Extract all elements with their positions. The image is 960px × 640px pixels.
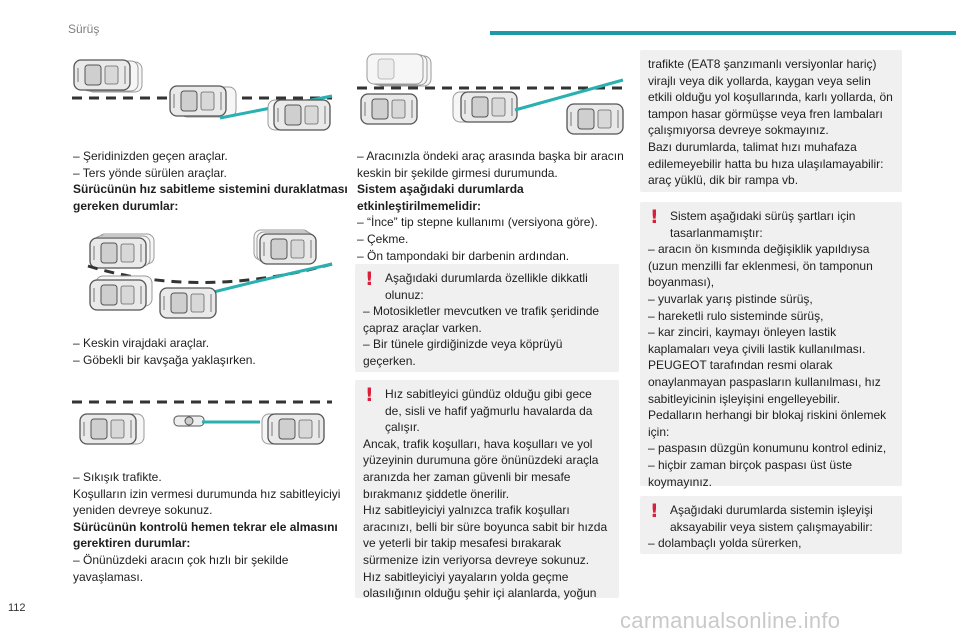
list-item: – aracın ön kısmında değişiklik yapıldıy… (648, 242, 873, 290)
list-item: – hareketli rulo sisteminde sürüş, (648, 308, 824, 323)
list-item: – Ön tampondaki bir darbenin ardından. (357, 248, 570, 263)
list-item: – dolambaçlı yolda sürerken, (648, 536, 802, 551)
warning-box-1: ! Aşağıdaki durumlarda özellikle dikkatl… (355, 264, 619, 372)
figure-overtaking-cars (70, 56, 340, 136)
warning-heading: Sistem aşağıdaki sürüş şartları için tas… (670, 209, 856, 240)
exclamation-icon: ! (650, 500, 659, 522)
page-number: 112 (8, 602, 26, 614)
exclamation-icon: ! (365, 268, 374, 290)
exclamation-icon: ! (650, 206, 659, 228)
paragraph: trafikte (EAT8 şanzımanlı versiyonlar ha… (648, 57, 893, 138)
list-item: – Ters yönde sürülen araçlar. (73, 165, 227, 180)
warning-heading: Aşağıdaki durumlarda özellikle dikkatli … (385, 271, 588, 302)
figure-traffic-jam (70, 388, 340, 458)
paragraph: Ancak, trafik koşulları, hava koşulları … (363, 436, 599, 501)
paragraph: Koşulların izin vermesi durumunda hız sa… (73, 486, 341, 518)
col1-block1: – Şeridinizden geçen araçlar. – Ters yön… (73, 148, 355, 214)
paragraph: Pedalların herhangi bir blokaj riskini ö… (648, 408, 887, 439)
paragraph: Bazı durumlarda, talimat hızı muhafaza e… (648, 139, 884, 188)
col1-block3: – Sıkışık trafikte. Koşulların izin verm… (73, 469, 355, 585)
warning-box-3: ! Sistem aşağıdaki sürüş şartları için t… (640, 202, 902, 489)
figure-curve-cars (70, 220, 340, 332)
warning-box-2: ! Hız sabitleyici gündüz olduğu gibi gec… (355, 380, 619, 600)
bold-heading: Sürücünün hız sabitleme sistemini durakl… (73, 182, 348, 213)
list-item: – yuvarlak yarış pistinde sürüş, (648, 291, 813, 306)
list-item: – hiçbir zaman birçok paspası üst üste k… (648, 457, 853, 489)
list-item: – Şeridinizden geçen araçlar. (73, 149, 228, 163)
list-item: – paspasın düzgün konumunu kontrol edini… (648, 441, 887, 456)
list-item: – Keskin virajdaki araçlar. (73, 336, 210, 350)
exclamation-icon: ! (365, 384, 374, 406)
col1-block2: – Keskin virajdaki araçlar. – Göbekli bi… (73, 335, 355, 368)
paragraph: PEUGEOT tarafından resmi olarak onaylanm… (648, 358, 881, 406)
header-accent-bar (490, 31, 956, 35)
bold-heading: Sürücünün kontrolü hemen tekrar ele alma… (73, 519, 338, 551)
list-item: – “İnce” tip stepne kullanımı (versiyona… (357, 215, 598, 230)
list-item: – Sıkışık trafikte. (73, 470, 162, 484)
list-item: – Çekme. (357, 231, 409, 246)
list-item: – Motosikletler mevcutken ve trafik şeri… (363, 304, 600, 335)
figure-cut-in-car (355, 50, 630, 142)
warning-heading: Hız sabitleyici gündüz olduğu gibi gece … (385, 387, 593, 435)
list-item: – Bir tünele girdiğinizde veya köprüyü g… (363, 337, 563, 368)
continuation-box: trafikte (EAT8 şanzımanlı versiyonlar ha… (640, 50, 902, 192)
warning-box-4: ! Aşağıdaki durumlarda sistemin işleyişi… (640, 496, 902, 554)
paragraph: Hız sabitleyiciyi yalnızca trafik koşull… (363, 503, 608, 567)
list-item: – kar zinciri, kaymayı önleyen lastik ka… (648, 325, 866, 356)
paragraph: Hız sabitleyiciyi yayaların yolda geçme … (363, 569, 597, 601)
col2-text: – Aracınızla öndeki araç arasında başka … (357, 148, 625, 264)
list-item: – Önünüzdeki aracın çok hızlı bir şekild… (73, 552, 289, 584)
watermark: carmanualsonline.info (620, 608, 841, 633)
list-item: – Göbekli bir kavşağa yaklaşırken. (73, 352, 256, 367)
warning-heading: Aşağıdaki durumlarda sistemin işleyişi a… (670, 503, 873, 534)
bold-heading: Sistem aşağıdaki durumlarda etkinleştiri… (357, 182, 524, 213)
section-title: Sürüş (68, 22, 100, 36)
paragraph: – Aracınızla öndeki araç arasında başka … (357, 149, 624, 180)
